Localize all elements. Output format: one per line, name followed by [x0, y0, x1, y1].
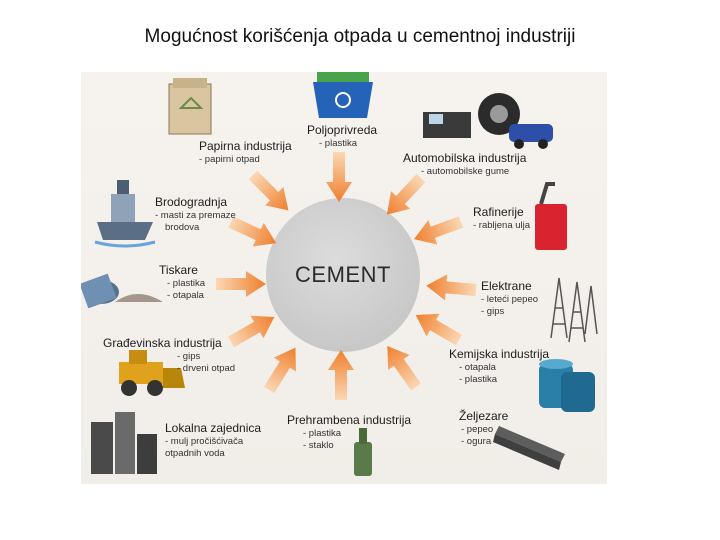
source-item: - plastika: [287, 428, 411, 439]
source-name: Brodogradnja: [155, 196, 236, 209]
source-item: - masti za premaze: [155, 210, 236, 221]
page-title: Mogućnost korišćenja otpada u cementnoj …: [0, 26, 720, 48]
diagram-panel: CEMENT Papirna industrija - papirni otpa…: [81, 72, 607, 484]
arrow-poljoprivreda: [326, 152, 352, 202]
source-poljoprivreda: Poljoprivreda - plastika: [307, 124, 377, 149]
source-item: - otapala: [159, 290, 205, 301]
recycling-bin-icon: [313, 72, 373, 118]
arrow-rafinerije: [410, 210, 466, 252]
arrow-kemijska: [409, 304, 465, 352]
source-name: Željezare: [459, 410, 508, 423]
source-rafinerije: Rafinerije - rabljena ulja: [473, 206, 530, 231]
source-name: Građevinska industrija: [103, 337, 235, 350]
source-item: - mulj pročišćivača: [165, 436, 261, 447]
fuel-can-icon: [535, 184, 567, 250]
arrow-papirna: [244, 166, 298, 220]
source-item: - otapala: [449, 362, 549, 373]
source-name: Automobilska industrija: [403, 152, 526, 165]
source-elektrane: Elektrane - leteći pepeo - gips: [481, 280, 538, 317]
source-item: - leteći pepeo: [481, 294, 538, 305]
source-item: - drveni otpad: [103, 363, 235, 374]
source-item: - papirni otpad: [199, 154, 292, 165]
source-item: - automobilske gume: [403, 166, 526, 177]
source-zeljezare: Željezare - pepeo - ogura: [459, 410, 508, 447]
source-item: brodova: [155, 222, 236, 233]
source-item: - gips: [481, 306, 538, 317]
buildings-icon: [91, 412, 157, 474]
arrow-elektrane: [425, 273, 477, 303]
source-prehrambena: Prehrambena industrija - plastika - stak…: [287, 414, 411, 451]
arrow-tiskare: [216, 271, 266, 297]
source-tiskare: Tiskare - plastika - otapala: [159, 264, 205, 301]
source-name: Poljoprivreda: [307, 124, 377, 137]
source-item: otpadnih voda: [165, 448, 261, 459]
center-label: CEMENT: [269, 262, 417, 288]
source-papirna: Papirna industrija - papirni otpad: [199, 140, 292, 165]
source-name: Lokalna zajednica: [165, 422, 261, 435]
source-brodogradnja: Brodogradnja - masti za premaze brodova: [155, 196, 236, 233]
source-name: Papirna industrija: [199, 140, 292, 153]
source-name: Prehrambena industrija: [287, 414, 411, 427]
source-item: - pepeo: [459, 424, 508, 435]
source-name: Tiskare: [159, 264, 205, 277]
ship-icon: [95, 180, 155, 246]
source-item: - rabljena ulja: [473, 220, 530, 231]
source-item: - staklo: [287, 440, 411, 451]
source-name: Rafinerije: [473, 206, 530, 219]
arrow-zeljezare: [377, 339, 427, 395]
power-tower-icon: [551, 278, 597, 342]
paper-bag-icon: [169, 78, 211, 134]
source-lokalna: Lokalna zajednica - mulj pročišćivača ot…: [165, 422, 261, 459]
source-gradevinska: Građevinska industrija - gips - drveni o…: [103, 337, 235, 374]
barrel-icon: [81, 274, 163, 309]
vehicles-icon: [423, 93, 553, 149]
source-name: Kemijska industrija: [449, 348, 549, 361]
arrow-lokalna: [258, 341, 307, 397]
source-automobilska: Automobilska industrija - automobilske g…: [403, 152, 526, 177]
source-kemijska: Kemijska industrija - otapala - plastika: [449, 348, 549, 385]
source-name: Elektrane: [481, 280, 538, 293]
arrow-prehrambena: [328, 350, 354, 400]
source-item: - plastika: [159, 278, 205, 289]
source-item: - gips: [103, 351, 235, 362]
source-item: - ogura: [459, 436, 508, 447]
source-item: - plastika: [449, 374, 549, 385]
source-item: - plastika: [307, 138, 377, 149]
